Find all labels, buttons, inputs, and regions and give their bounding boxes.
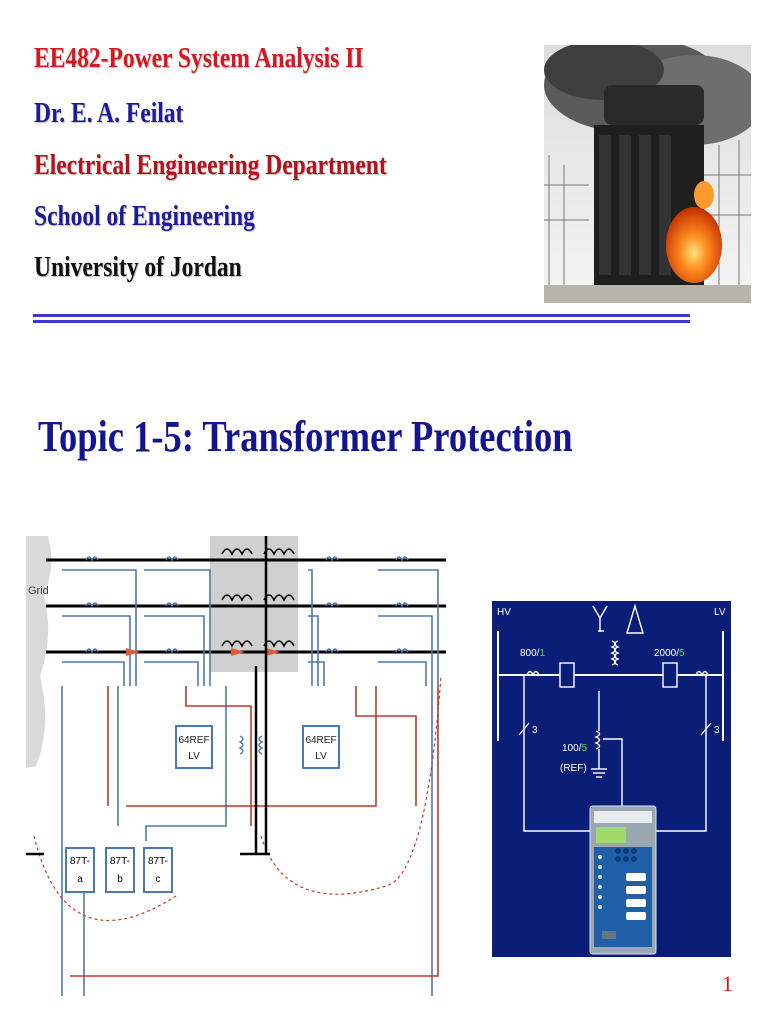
school-name: School of Engineering — [34, 201, 255, 232]
diff-relay-b: 87T- b — [105, 847, 135, 893]
diff-relay-a-label-top: 87T- — [70, 856, 90, 867]
ref-relay-lv-label-top: 64REF — [305, 735, 336, 746]
department-name: Electrical Engineering Department — [34, 150, 387, 181]
diff-relay-b-label-top: 87T- — [110, 856, 130, 867]
header-divider-top — [33, 314, 690, 317]
diff-relay-c-label-bottom: c — [156, 874, 161, 885]
header-divider-bottom — [33, 320, 690, 323]
transformer-fire-photo — [544, 45, 751, 303]
diff-relay-c: 87T- c — [143, 847, 173, 893]
ref-relay-hv-label-top: 64REF — [178, 735, 209, 746]
ct-ref-ratio: 100/5 — [562, 743, 587, 754]
lv-label: LV — [714, 607, 726, 618]
ref-relay-lv-label-bottom: LV — [315, 751, 327, 762]
relay-lcd — [596, 827, 626, 843]
ct-hv-ratio: 800/1 — [520, 648, 545, 659]
diff-relay-b-label-bottom: b — [117, 874, 123, 885]
hv-label: HV — [497, 607, 511, 618]
grid-cloud — [26, 536, 52, 768]
ref-relay-hv: 64REF LV — [175, 725, 213, 769]
course-title: EE482-Power System Analysis II — [34, 43, 364, 74]
ref-relay-hv-label-bottom: LV — [188, 751, 200, 762]
grid-label: Grid — [28, 585, 49, 597]
relay-single-line-panel: HV LV 800/1 2000/5 100/5 (REF) 3 3 — [492, 601, 731, 957]
ref-label: (REF) — [560, 763, 587, 774]
page-number: 1 — [722, 971, 733, 996]
ct-lv-ratio: 2000/5 — [654, 648, 685, 659]
count-left: 3 — [532, 725, 538, 736]
diff-relay-c-label-top: 87T- — [148, 856, 168, 867]
topic-title: Topic 1-5: Transformer Protection — [38, 412, 573, 461]
ref-relay-lv: 64REF LV — [302, 725, 340, 769]
diff-relay-a-label-bottom: a — [77, 874, 83, 885]
count-right: 3 — [714, 725, 720, 736]
university-name: University of Jordan — [34, 252, 242, 283]
instructor-name: Dr. E. A. Feilat — [34, 98, 184, 129]
sel-relay-device — [589, 805, 657, 955]
diff-relay-a: 87T- a — [65, 847, 95, 893]
protection-scheme-diagram: Grid — [26, 536, 448, 1000]
